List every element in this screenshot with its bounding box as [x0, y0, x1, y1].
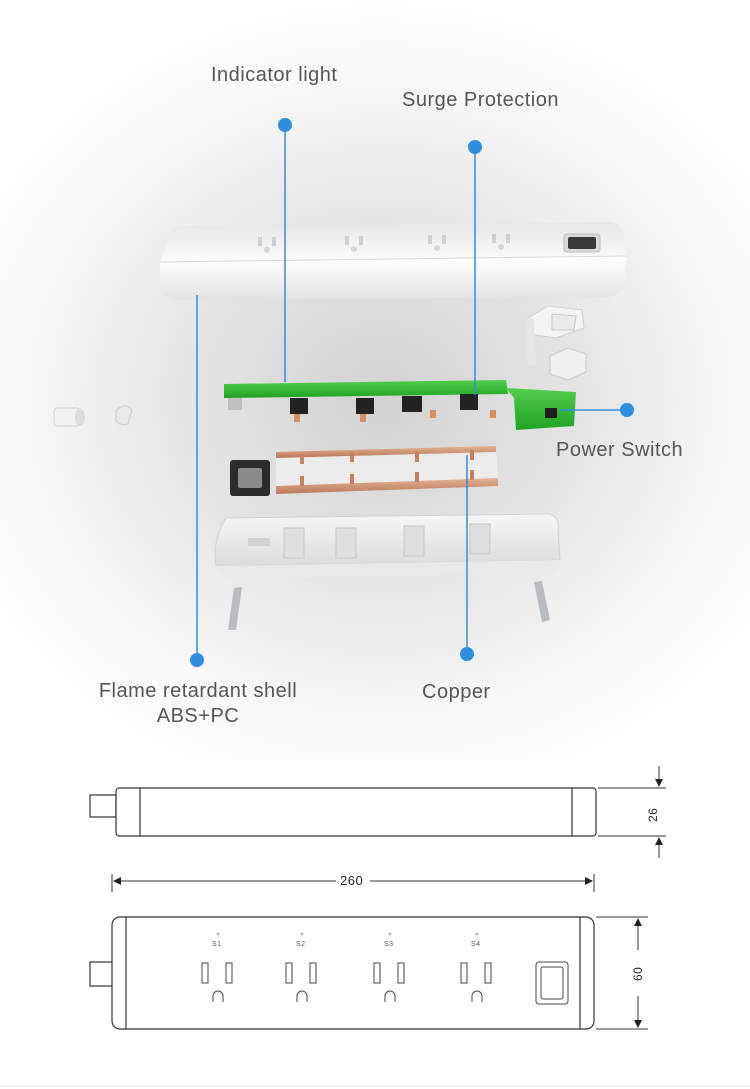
callout-lines — [196, 125, 627, 660]
backdrop — [0, 0, 750, 760]
flame-shell-dot — [190, 653, 204, 667]
switch-cap-parts — [526, 305, 587, 381]
side-view — [89, 787, 597, 837]
copper-dot — [460, 647, 474, 661]
pcb-board — [224, 380, 576, 430]
copper-label: Copper — [422, 681, 491, 703]
power-switch-label: Power Switch — [556, 439, 684, 461]
length-dimension-value: 260 — [340, 873, 364, 888]
copper-strips — [230, 446, 498, 496]
flame-shell-label-line2: ABS+PC — [156, 705, 240, 727]
base-shell — [214, 513, 561, 578]
socket-label-s2: S2 — [296, 941, 306, 948]
indicator-light-dot — [278, 118, 292, 132]
socket-label-s3: S3 — [384, 941, 394, 948]
exploded-view — [53, 118, 634, 667]
power-switch-dot — [620, 403, 634, 417]
callout-dots — [190, 118, 634, 667]
flame-shell-label: Flame retardant shell ABS+PC — [80, 680, 316, 728]
screws — [228, 581, 550, 630]
width-dimension-value: 60 — [631, 966, 645, 981]
top-view — [89, 916, 595, 1030]
socket-label-s1: S1 — [212, 941, 222, 948]
height-dimension-value: 26 — [646, 807, 660, 822]
surge-protection-label: Surge Protection — [402, 89, 559, 111]
flame-shell-label-line1: Flame retardant shell — [98, 680, 298, 702]
surge-protection-dot — [468, 140, 482, 154]
socket-label-s4: S4 — [471, 941, 481, 948]
end-caps — [53, 405, 133, 427]
indicator-light-label: Indicator light — [211, 64, 338, 86]
top-shell — [159, 222, 627, 300]
